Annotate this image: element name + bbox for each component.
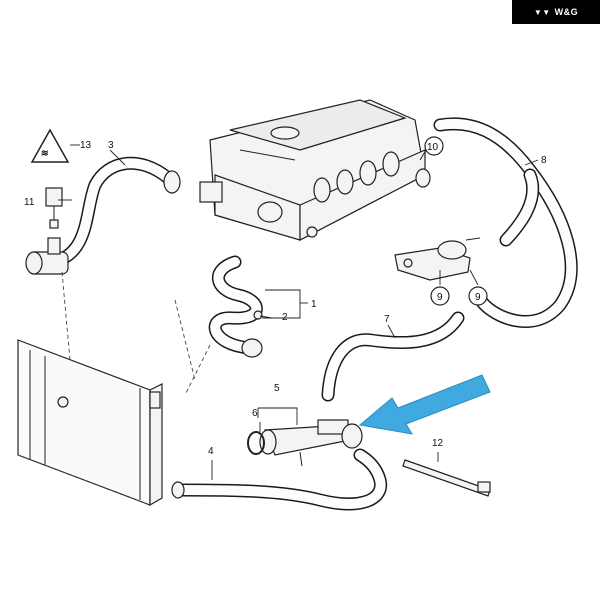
callout-9b: 9 [475, 292, 481, 303]
callout-9a: 9 [437, 292, 443, 303]
hose-1 [208, 255, 263, 358]
watermark-badge: ▼▼ W&G [512, 0, 600, 24]
callout-leaders [58, 144, 539, 480]
callout-6: 6 [252, 408, 258, 419]
dashed-leaders [61, 271, 211, 396]
callout-circle-9a [430, 286, 450, 306]
wg-logo-icon: ▼▼ [533, 7, 551, 17]
watermark-text: W&G [554, 7, 579, 17]
callout-4: 4 [208, 446, 214, 457]
svg-text:≋: ≋ [41, 148, 49, 158]
callout-circle-9b [468, 286, 488, 306]
callout-7: 7 [384, 314, 390, 325]
callout-3: 3 [108, 140, 114, 151]
hose-3 [45, 156, 181, 269]
thermostat-housing [394, 237, 481, 281]
callout-8: 8 [541, 155, 547, 166]
callout-10: 10 [427, 142, 439, 153]
callout-2: 2 [282, 312, 288, 323]
o-ring-6 [247, 431, 265, 455]
radiator [17, 339, 163, 507]
callout-1: 1 [311, 299, 317, 310]
callout-13: 13 [80, 140, 92, 151]
hose-4 [171, 448, 388, 511]
t-connector [25, 237, 69, 275]
warning-triangle-icon: ≋ [30, 128, 70, 163]
pipe-5 [259, 419, 363, 467]
cable-tie-12 [402, 459, 491, 497]
callout-circle-10 [424, 136, 444, 156]
hose-7 [321, 311, 465, 402]
hose-8 [433, 117, 578, 328]
callout-5: 5 [274, 383, 280, 394]
temperature-sensor [45, 187, 63, 229]
callout-11: 11 [24, 197, 35, 208]
highlight-arrow [358, 374, 491, 435]
callout-12: 12 [432, 438, 444, 449]
engine-cylinder-head [199, 99, 431, 241]
